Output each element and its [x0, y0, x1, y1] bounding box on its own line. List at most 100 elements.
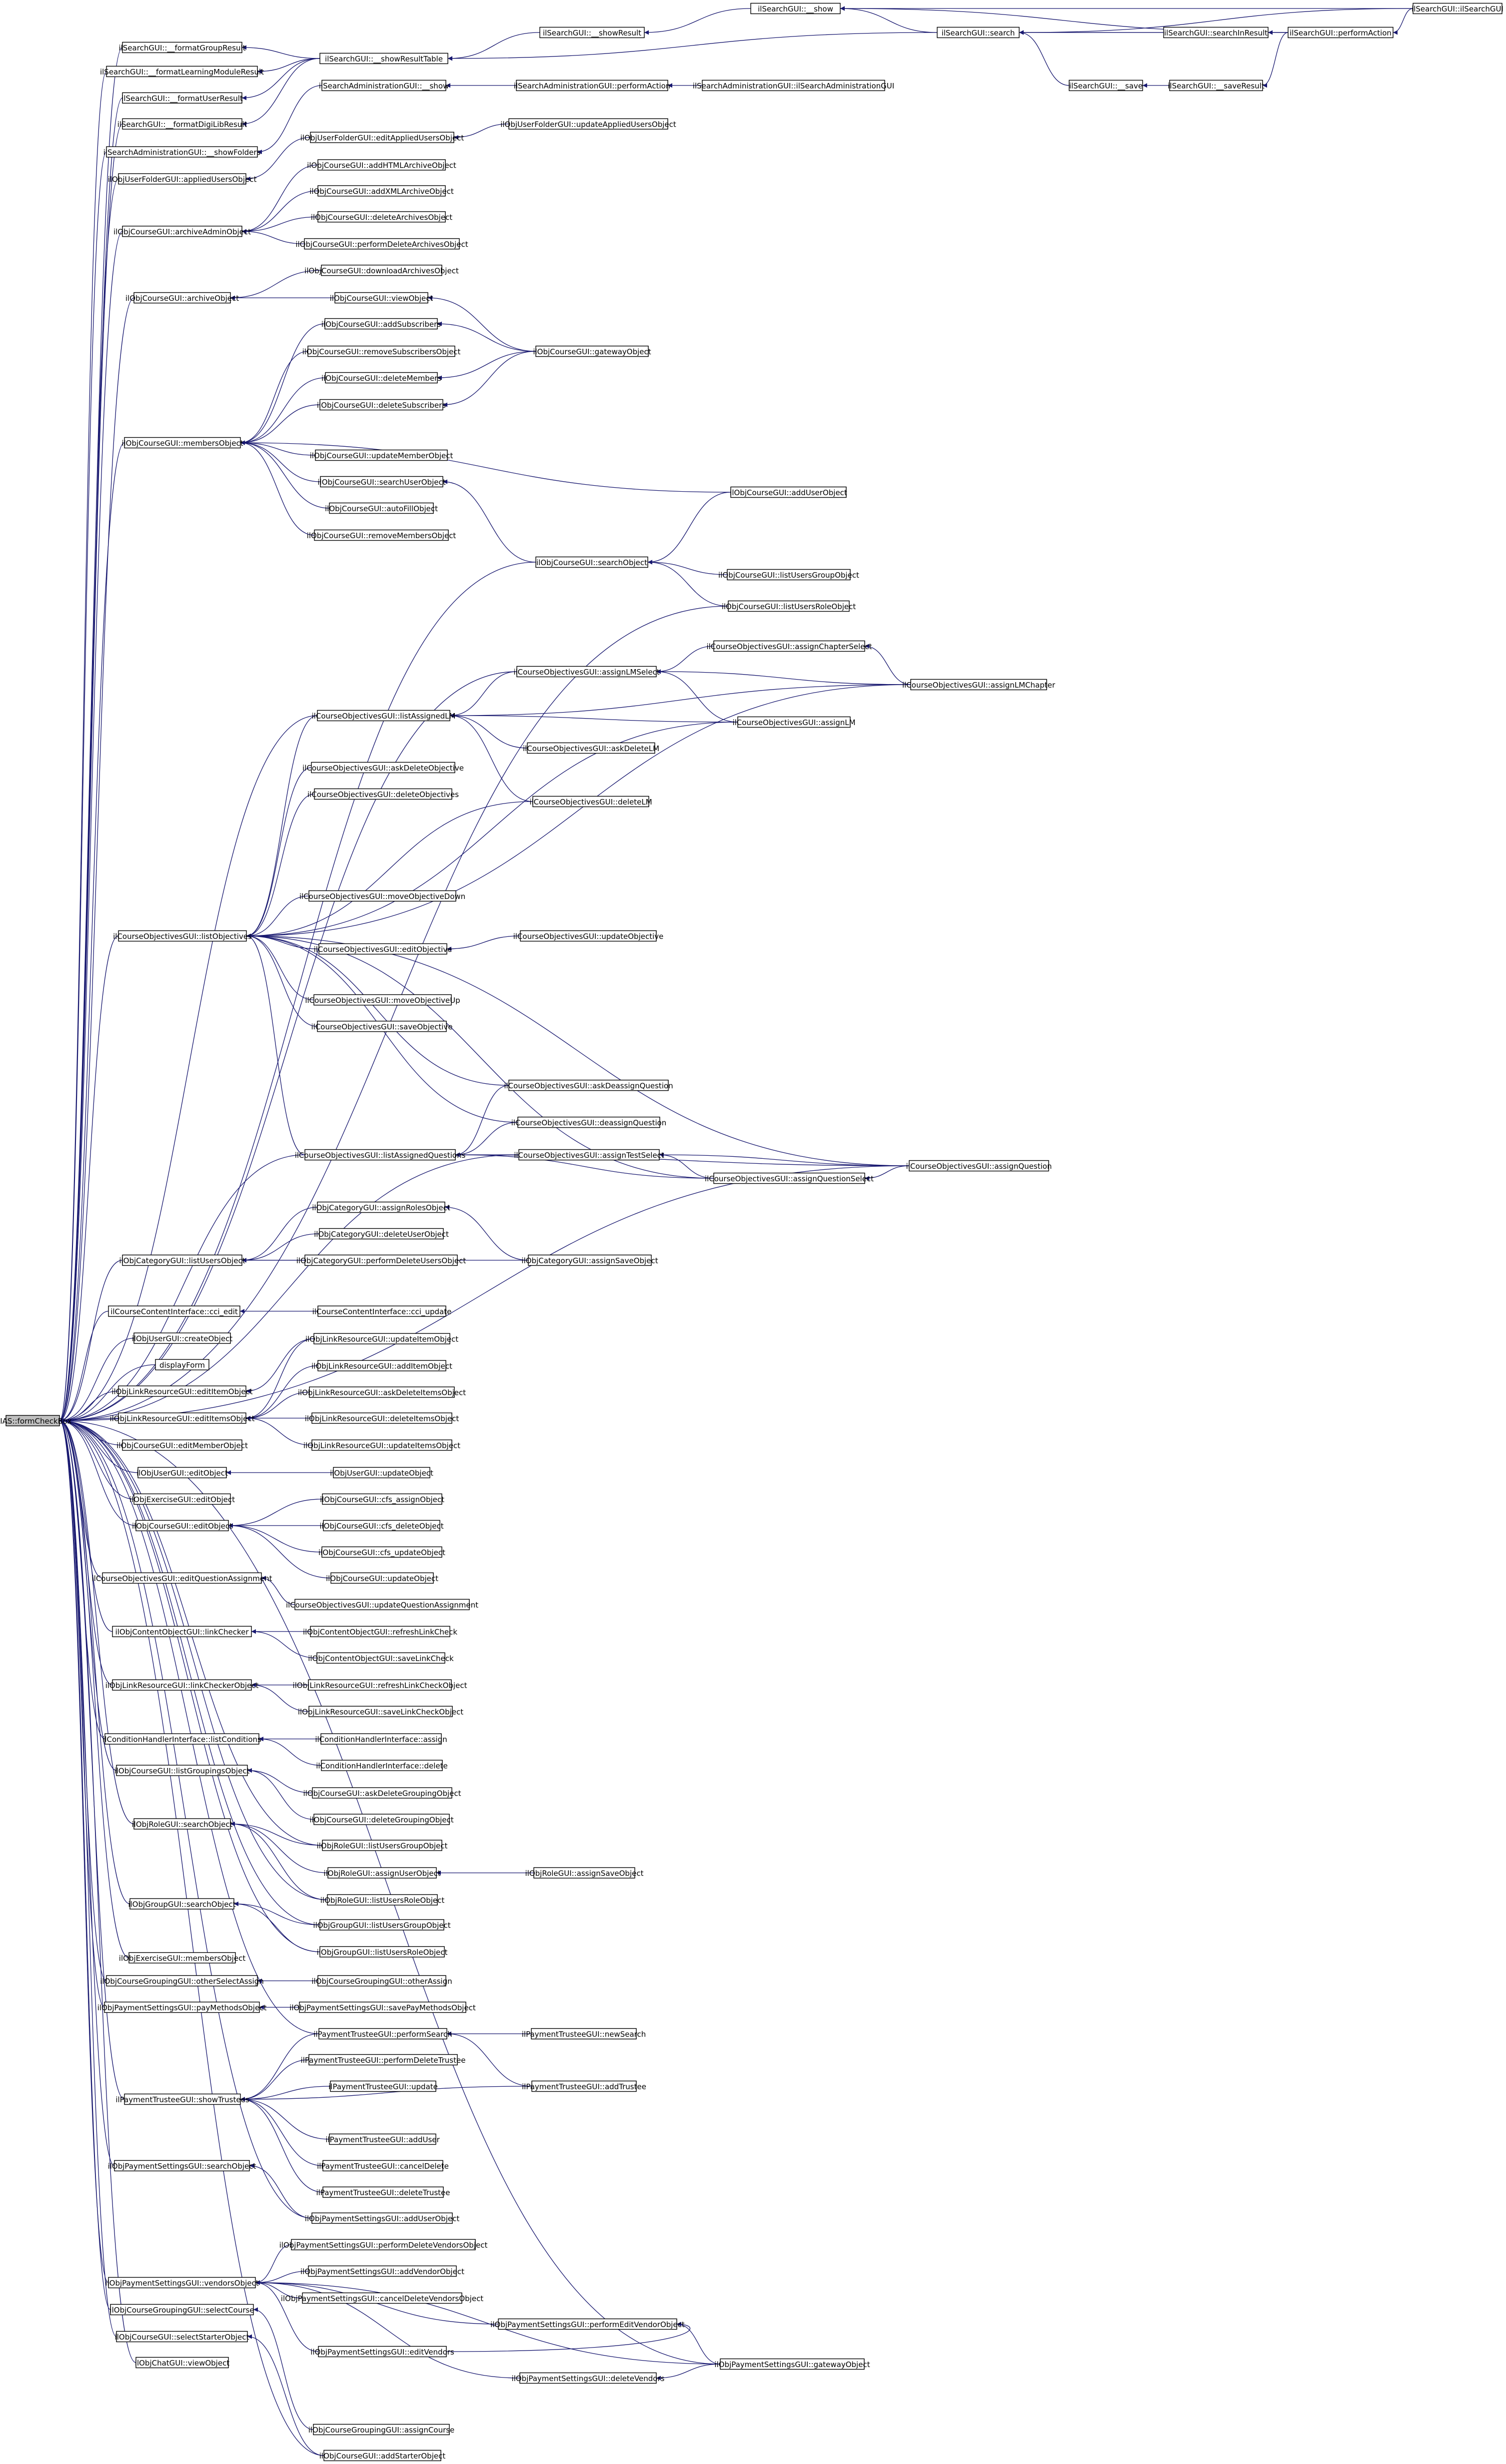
node-box	[122, 92, 242, 104]
call-edge	[455, 1122, 518, 1157]
node-label: ilObjCourseGUI::listUsersRoleObject	[722, 602, 856, 611]
node-box	[112, 1679, 252, 1691]
function-node: ilObjCategoryGUI::deleteUserObject	[314, 1228, 449, 1240]
call-edge	[59, 123, 123, 1423]
node-box	[102, 1572, 262, 1584]
function-node: ilPaymentTrusteeGUI::addTrustee	[522, 2080, 646, 2092]
function-node: ilObjPaymentSettingsGUI::cancelDeleteVen…	[281, 2292, 483, 2304]
node-label: ilObjContentObjectGUI::saveLinkCheck	[308, 1654, 454, 1663]
call-edge	[1019, 30, 1070, 86]
node-label: ilObjPaymentSettingsGUI::deleteVendors	[512, 2374, 665, 2383]
node-box	[713, 1172, 865, 1184]
call-edge	[59, 1154, 519, 1423]
function-node: ilCourseObjectivesGUI::deleteLM	[529, 796, 652, 808]
function-node: ilPaymentTrusteeGUI::update	[328, 2080, 438, 2092]
node-label: ilObjUserFolderGUI::editAppliedUsersObje…	[300, 133, 464, 142]
call-edge	[246, 933, 509, 1086]
node-label: ilCourseObjectivesGUI::updateQuestionAss…	[286, 1601, 478, 1610]
call-edge	[59, 562, 536, 1423]
function-node: ilObjCourseGUI::searchObject	[535, 556, 648, 568]
node-label: ilObjCourseGUI::updateObject	[326, 1574, 438, 1583]
node-box	[498, 2318, 677, 2330]
node-box	[108, 2277, 256, 2289]
node-label: ilObjCourseGUI::deleteGroupingObject	[309, 1815, 453, 1824]
node-box	[311, 762, 455, 774]
function-node: ilObjCourseGUI::listUsersRoleObject	[722, 600, 856, 612]
call-edge	[59, 1418, 111, 2310]
function-node: ilSearchGUI::__formatDigiLibResult	[117, 118, 247, 130]
function-node: ilObjPaymentSettingsGUI::performEditVend…	[490, 2318, 685, 2330]
node-label: ilCourseObjectivesGUI::assignLMSelect	[513, 668, 659, 677]
call-edge	[245, 1416, 312, 1446]
node-label: ilObjGroupGUI::listUsersRoleObject	[317, 1948, 448, 1957]
node-box	[110, 2304, 254, 2316]
call-edge	[59, 1418, 134, 1500]
node-label: ilCourseObjectivesGUI::deleteObjectives	[307, 790, 459, 799]
node-label: ilObjUserGUI::editObject	[136, 1469, 228, 1478]
function-node: ilObjCourseGUI::addUserObject	[730, 486, 847, 498]
function-node: ilCourseObjectivesGUI::askDeleteObjectiv…	[302, 762, 464, 774]
node-box	[517, 1116, 660, 1128]
node-box	[508, 1079, 669, 1091]
call-edge	[59, 1418, 115, 2166]
function-node: ilObjLinkResourceGUI::linkCheckerObject	[105, 1679, 259, 1691]
function-node: ilObjCourseGUI::listUsersGroupObject	[718, 569, 859, 581]
node-box	[539, 26, 645, 38]
node-label: ilObjCategoryGUI::performDeleteUsersObje…	[296, 1256, 466, 1265]
call-edge	[447, 32, 540, 61]
function-node: ilObjCourseGUI::editObject	[132, 1520, 232, 1532]
function-node: ilObjCategoryGUI::assignSaveObject	[521, 1254, 658, 1266]
call-edge	[240, 2097, 323, 2193]
node-box	[533, 1867, 635, 1879]
function-node: ilCourseObjectivesGUI::deleteObjectives	[307, 788, 459, 800]
function-node: ilCourseObjectivesGUI::assignChapterSele…	[706, 640, 872, 652]
node-box	[334, 292, 428, 304]
call-edge	[240, 2086, 331, 2102]
function-node: ilObjLinkResourceGUI::updateItemObject	[305, 1333, 458, 1345]
node-label: ilObjExerciseGUI::membersObject	[119, 1954, 246, 1963]
call-edge	[442, 351, 536, 407]
node-box	[304, 1254, 458, 1266]
function-node: ilObjCourseGUI::askDeleteGroupingObject	[303, 1787, 461, 1799]
function-node: ilObjLinkResourceGUI::editItemObject	[111, 1385, 253, 1397]
node-label: ilObjCourseGroupingGUI::otherAssign	[311, 1977, 452, 1986]
function-node: ilObjCourseGroupingGUI::assignCourse	[308, 2424, 454, 2436]
call-edge	[241, 190, 318, 234]
function-node: ilObjContentObjectGUI::refreshLinkCheck	[303, 1626, 457, 1638]
function-node: ilObjLinkResourceGUI::addItemObject	[311, 1360, 452, 1372]
call-edge	[246, 684, 911, 938]
function-node: ilObjChatGUI::viewObject	[135, 2357, 229, 2369]
node-box	[702, 79, 885, 91]
call-edge	[59, 1165, 910, 1423]
node-label: ilObjCourseGUI::askDeleteGroupingObject	[303, 1789, 461, 1798]
function-node: ilCourseContentInterface::cci_update	[312, 1305, 451, 1317]
call-edge	[241, 216, 318, 234]
node-box	[114, 2160, 250, 2172]
function-node: ilObjCategoryGUI::performDeleteUsersObje…	[296, 1254, 466, 1266]
node-box	[519, 2372, 657, 2384]
node-box	[307, 345, 455, 357]
call-edge	[59, 1260, 123, 1423]
call-edge	[247, 1768, 313, 1793]
node-box	[302, 2292, 462, 2304]
node-label: ILIAS::formCheckBox	[0, 1417, 72, 1426]
call-edge	[59, 1418, 117, 2337]
node-box	[317, 185, 446, 197]
function-node: ilCourseObjectivesGUI::assignLM	[732, 716, 856, 728]
node-box	[317, 1975, 446, 1987]
call-edge	[240, 2033, 319, 2102]
function-node: ilObjRoleGUI::searchObject	[132, 1818, 233, 1830]
node-box	[108, 1305, 240, 1317]
node-label: ilPaymentTrusteeGUI::deleteTrustee	[316, 2188, 450, 2197]
node-label: ilObjCourseGUI::selectStarterObject	[115, 2333, 249, 2342]
call-edge	[233, 1901, 320, 1925]
function-node: ilObjUserGUI::createObject	[132, 1332, 232, 1344]
node-label: ilSearchAdministrationGUI::__show	[319, 81, 449, 91]
function-node: ilObjCourseGUI::searchUserObject	[317, 476, 446, 488]
function-node: ilObjPaymentSettingsGUI::savePayMethodsO…	[289, 2001, 476, 2013]
node-box	[313, 1333, 450, 1345]
node-label: ilObjCourseGUI::cfs_updateObject	[318, 1548, 445, 1558]
node-box	[713, 640, 865, 652]
call-edge	[249, 2163, 312, 2219]
node-label: ilObjUserFolderGUI::appliedUsersObject	[108, 175, 257, 184]
